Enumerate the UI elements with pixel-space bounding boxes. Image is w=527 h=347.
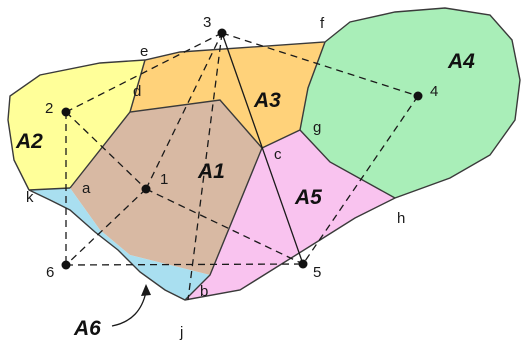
point-5-dot <box>298 259 308 269</box>
region-a5 <box>185 130 395 300</box>
vertex-a-label: a <box>82 180 91 197</box>
vertex-d-label: d <box>133 83 141 100</box>
vertex-j-label: j <box>179 324 183 341</box>
point-5-label: 5 <box>313 264 321 281</box>
area-label-a3: A3 <box>253 89 281 112</box>
vertex-c-label: c <box>274 146 282 163</box>
area-label-a5: A5 <box>294 186 322 209</box>
area-label-a6: A6 <box>73 317 101 340</box>
point-3-label: 3 <box>203 14 211 31</box>
vertex-f-label: f <box>320 15 325 32</box>
point-2-dot <box>61 107 71 117</box>
point-4-dot <box>413 91 423 101</box>
vertex-e-label: e <box>140 43 148 60</box>
outer-boundary <box>7 7 521 301</box>
a6-arrowhead <box>141 284 151 296</box>
generator-points <box>61 28 423 270</box>
point-3-dot <box>217 28 227 38</box>
area-label-a4: A4 <box>447 50 475 73</box>
point-4-label: 4 <box>430 83 438 100</box>
point-6-dot <box>61 260 71 270</box>
vertex-h-label: h <box>397 210 405 227</box>
region-boundaries <box>28 41 396 301</box>
point-6-label: 6 <box>46 264 54 281</box>
area-label-a1: A1 <box>197 160 225 183</box>
region-a1 <box>70 100 262 275</box>
vertex-k-label: k <box>26 189 34 206</box>
point-2-label: 2 <box>45 100 53 117</box>
region-a3 <box>130 42 325 148</box>
area-label-a2: A2 <box>15 130 43 153</box>
dashed-edges <box>65 32 419 301</box>
region-a4 <box>300 8 520 198</box>
point-1-dot <box>141 184 151 194</box>
region-a6 <box>29 188 210 300</box>
vertex-b-label: b <box>200 283 208 300</box>
vertex-g-label: g <box>313 119 321 136</box>
region-a2 <box>8 60 145 190</box>
a6-pointer-arrow <box>111 291 147 327</box>
edge-3-5 <box>221 32 304 265</box>
point-1-label: 1 <box>160 171 168 188</box>
